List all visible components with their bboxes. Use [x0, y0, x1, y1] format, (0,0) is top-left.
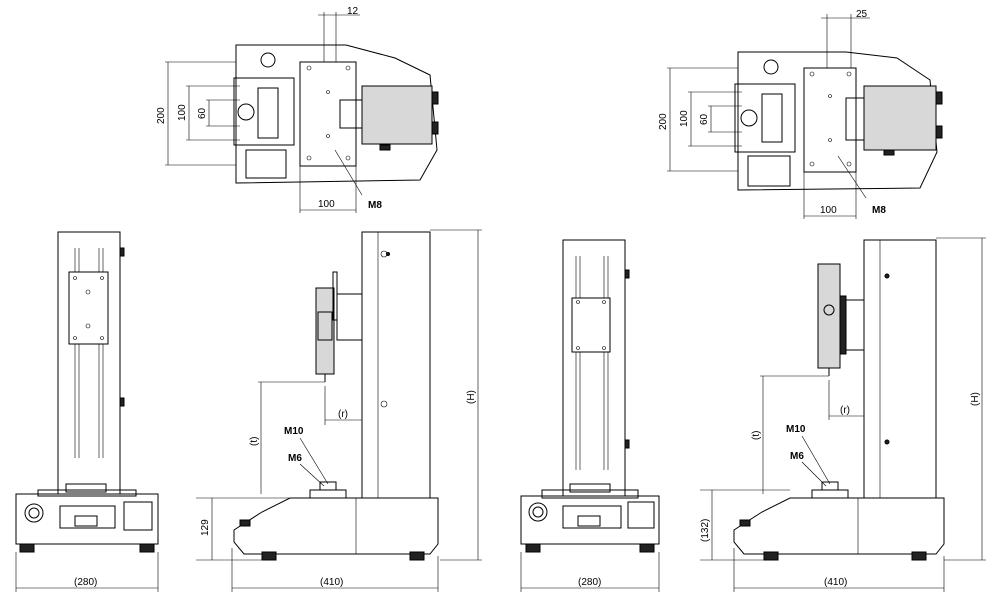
top1-offset-dim: 12 [347, 6, 359, 17]
top2-dim-bottom: 100 [820, 205, 837, 216]
top-view-2: 25 200 100 60 100 M8 [658, 9, 943, 219]
front-view-1: (280) [15, 231, 159, 592]
front2-width: (280) [578, 577, 601, 588]
top1-dim-60: 60 [197, 107, 208, 119]
top2-offset-dim: 25 [856, 9, 868, 20]
side2-thread-upper: M10 [786, 424, 806, 435]
side2-depth: (410) [824, 577, 847, 588]
side-view-1: (t) (r) M10 M6 (H) 129 (410) [196, 229, 482, 592]
front1-width: (280) [74, 577, 97, 588]
top2-dim-200: 200 [658, 113, 669, 130]
top-view-1: 12 200 100 60 100 M8 [156, 6, 439, 213]
top1-thread: M8 [368, 200, 382, 211]
side-view-2: (t) (r) M10 M6 (H) (132) (410) [700, 237, 986, 592]
side1-depth: (410) [320, 577, 343, 588]
top1-dim-100: 100 [177, 104, 188, 121]
side1-height: (H) [466, 390, 477, 404]
side1-stroke: (t) [249, 437, 260, 446]
side2-height: (H) [970, 392, 981, 406]
side1-base-height: 129 [200, 519, 211, 536]
side1-reach: (r) [338, 409, 348, 420]
side2-base-height: (132) [700, 519, 711, 542]
top1-dim-bottom: 100 [318, 199, 335, 210]
side2-thread-lower: M6 [790, 451, 804, 462]
top1-dim-200: 200 [156, 107, 167, 124]
top2-dim-60: 60 [699, 113, 710, 125]
side1-thread-upper: M10 [284, 426, 304, 437]
top2-dim-100: 100 [679, 110, 690, 127]
front-view-2: (280) [520, 239, 660, 592]
top2-thread: M8 [872, 205, 886, 216]
side2-stroke: (t) [751, 431, 762, 440]
side2-reach: (r) [840, 405, 850, 416]
side1-thread-lower: M6 [288, 453, 302, 464]
